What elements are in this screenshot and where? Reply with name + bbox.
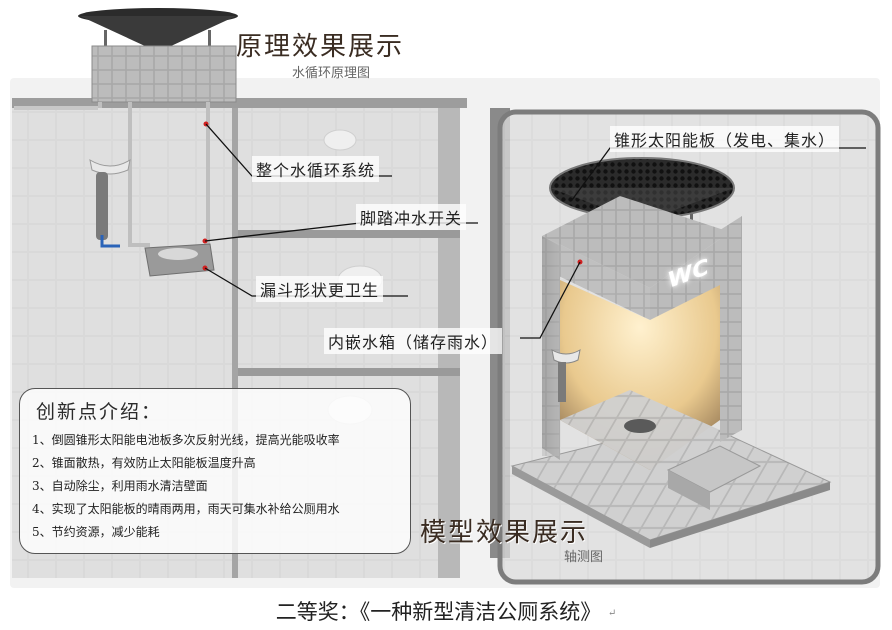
principle-schematic	[14, 8, 238, 277]
callout-water-tank: 内嵌水箱（储存雨水）	[324, 328, 503, 354]
model-title: 模型效果展示	[420, 518, 589, 548]
principle-subtitle: 水循环原理图	[292, 66, 371, 81]
innovation-item: 2、锥面散热，有效防止太阳能板温度升高	[32, 456, 256, 470]
innovation-title: 创新点介绍：	[36, 401, 163, 423]
callout-water-cycle: 整个水循环系统	[252, 156, 380, 182]
callout-pedal-flush: 脚踏冲水开关	[356, 204, 467, 230]
innovation-panel: 创新点介绍： 1、倒圆锥形太阳能电池板多次反射光线，提高光能吸收率 2、锥面散热…	[19, 388, 411, 554]
callout-solar-panel: 锥形太阳能板（发电、集水）	[610, 126, 840, 152]
innovation-list: 1、倒圆锥形太阳能电池板多次反射光线，提高光能吸收率 2、锥面散热，有效防止太阳…	[32, 429, 340, 544]
principle-title: 原理效果展示	[236, 32, 405, 62]
innovation-item: 3、自动除尘，利用雨水清洁壁面	[32, 479, 208, 493]
return-mark-icon: ↵	[607, 608, 617, 619]
award-caption: 二等奖：《一种新型清洁公厕系统》 ↵	[0, 596, 892, 626]
callout-funnel: 漏斗形状更卫生	[256, 276, 384, 302]
innovation-item: 4、实现了太阳能板的晴雨两用，雨天可集水补给公厕用水	[32, 502, 340, 516]
innovation-item: 5、节约资源，减少能耗	[32, 525, 160, 539]
model-subtitle: 轴测图	[564, 550, 604, 565]
award-caption-text: 二等奖：《一种新型清洁公厕系统》	[275, 600, 602, 624]
innovation-item: 1、倒圆锥形太阳能电池板多次反射光线，提高光能吸收率	[32, 433, 340, 447]
wc-model	[510, 157, 832, 548]
